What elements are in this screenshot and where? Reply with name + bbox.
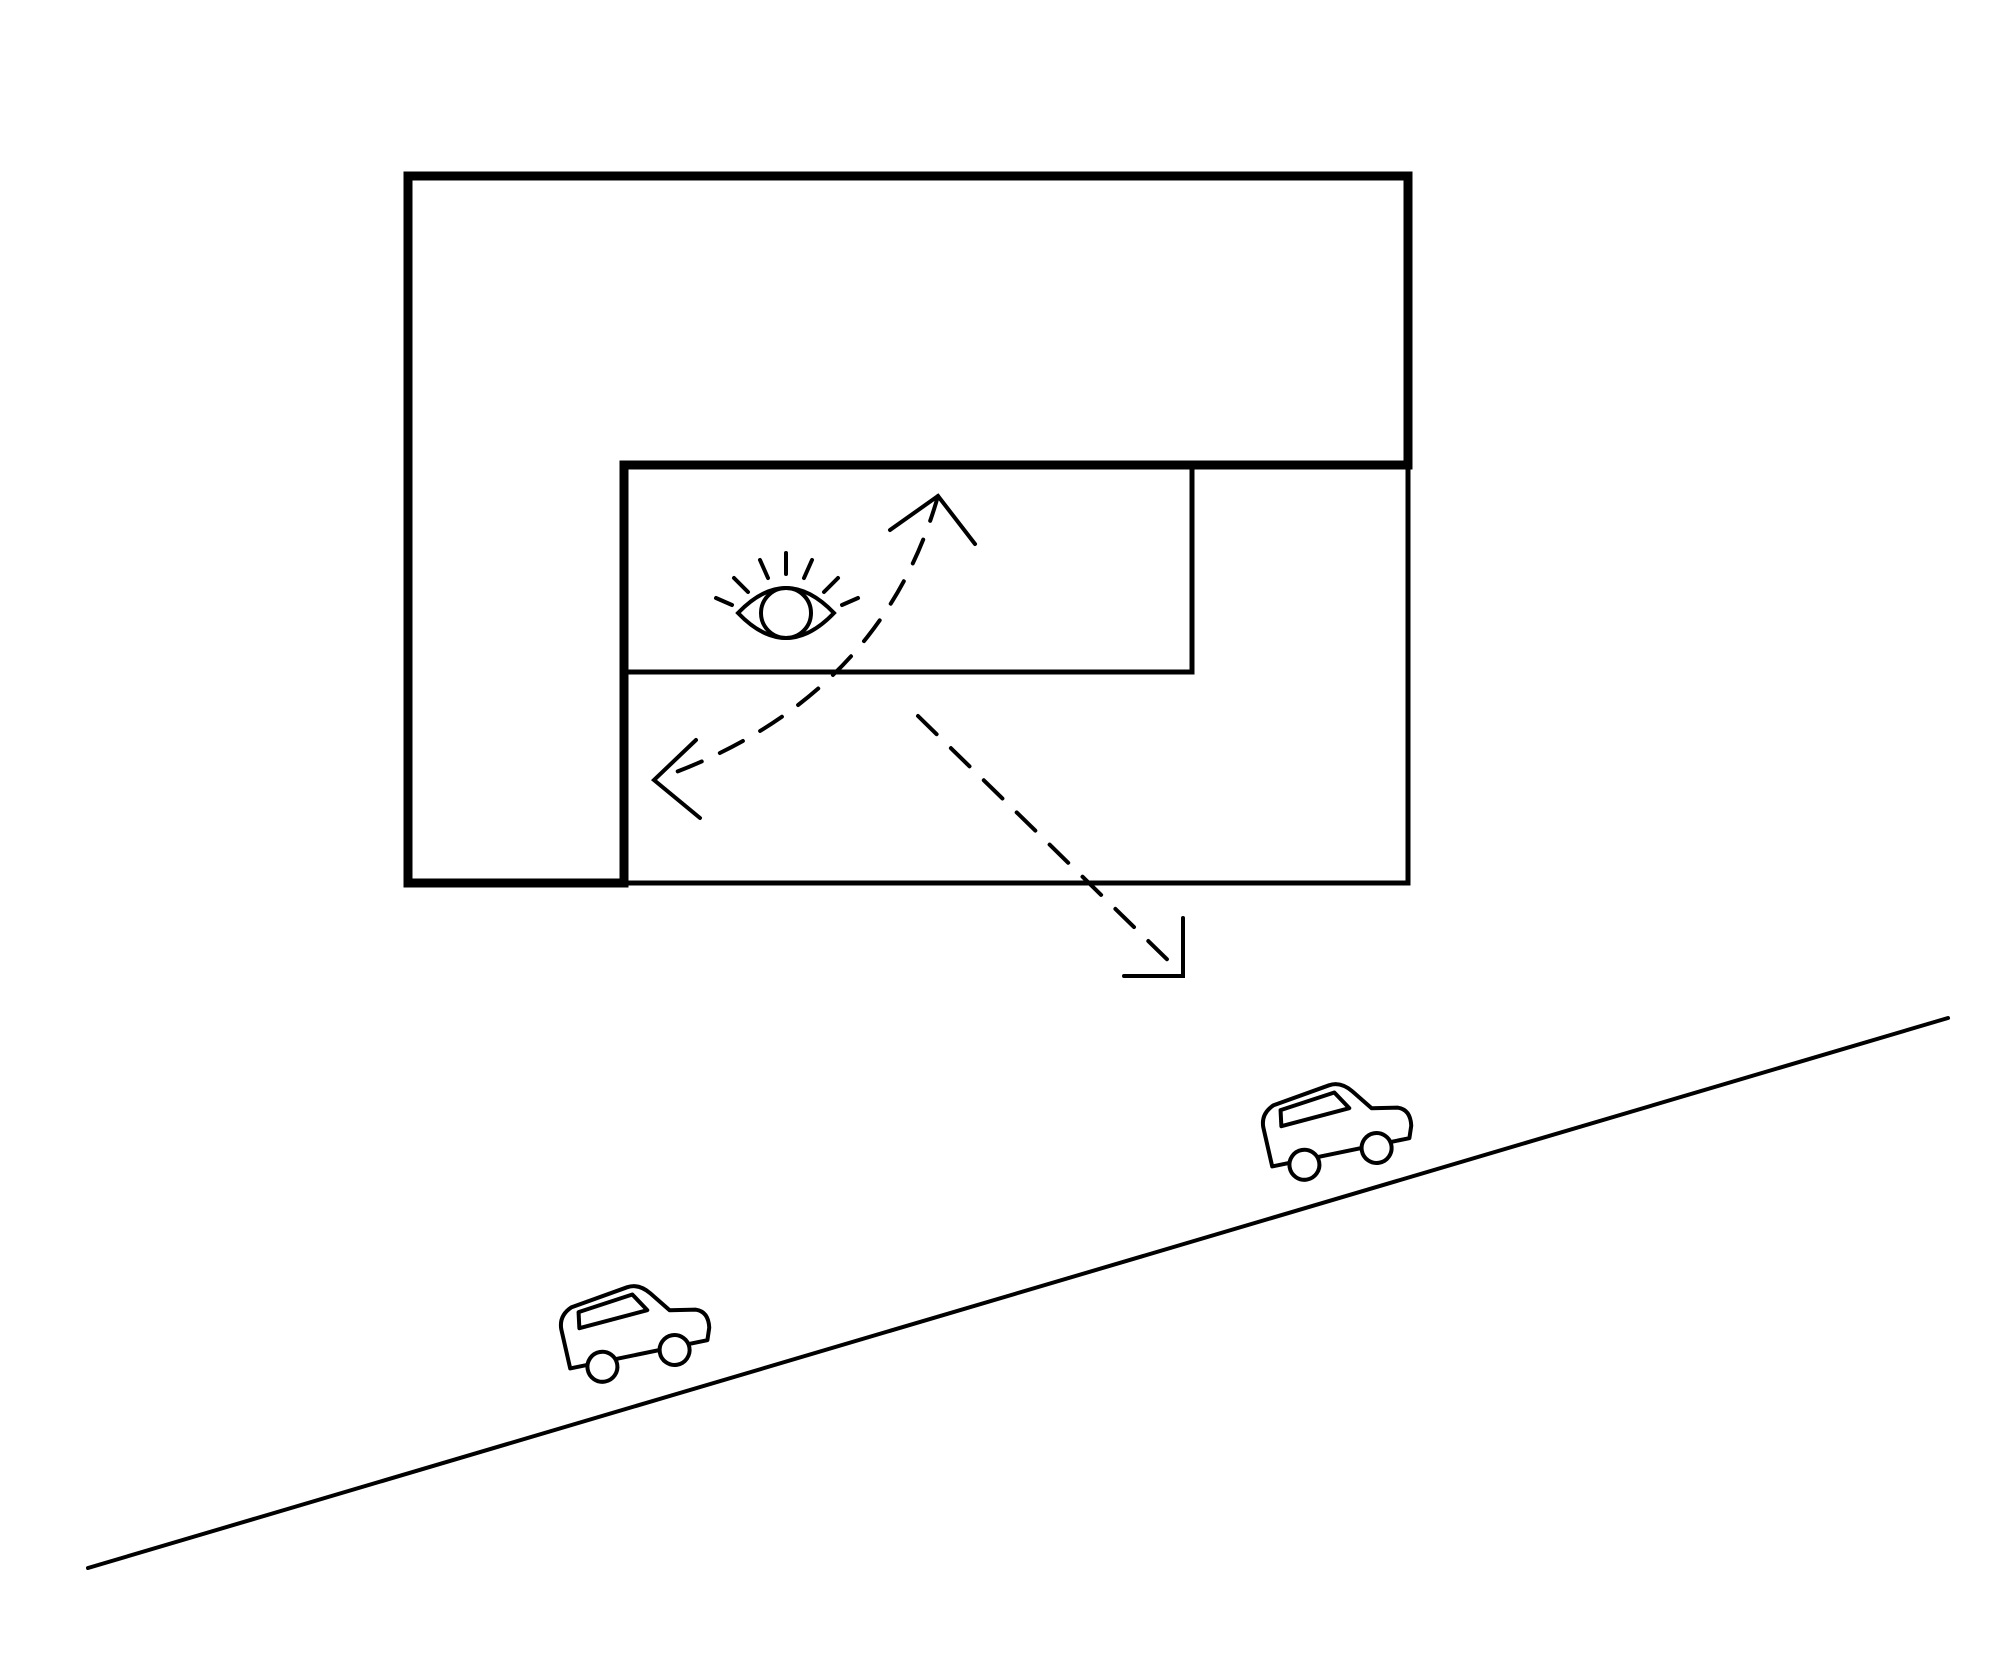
view-toward-road-arrow: [916, 714, 1185, 978]
road: [86, 1016, 1950, 1570]
inner-room: [621, 462, 1195, 675]
arrowhead-left: [650, 738, 702, 820]
courtyard-edge: [621, 462, 1411, 886]
eye-icon: [714, 551, 860, 640]
car-icon: [558, 1284, 712, 1384]
car-icon: [1260, 1082, 1414, 1182]
arrowhead-down-right: [1122, 916, 1185, 978]
arrowhead-up: [888, 493, 977, 546]
building: [403, 171, 1413, 888]
building-outer-wall: [403, 171, 1413, 888]
view-curve-arrow: [650, 493, 977, 820]
